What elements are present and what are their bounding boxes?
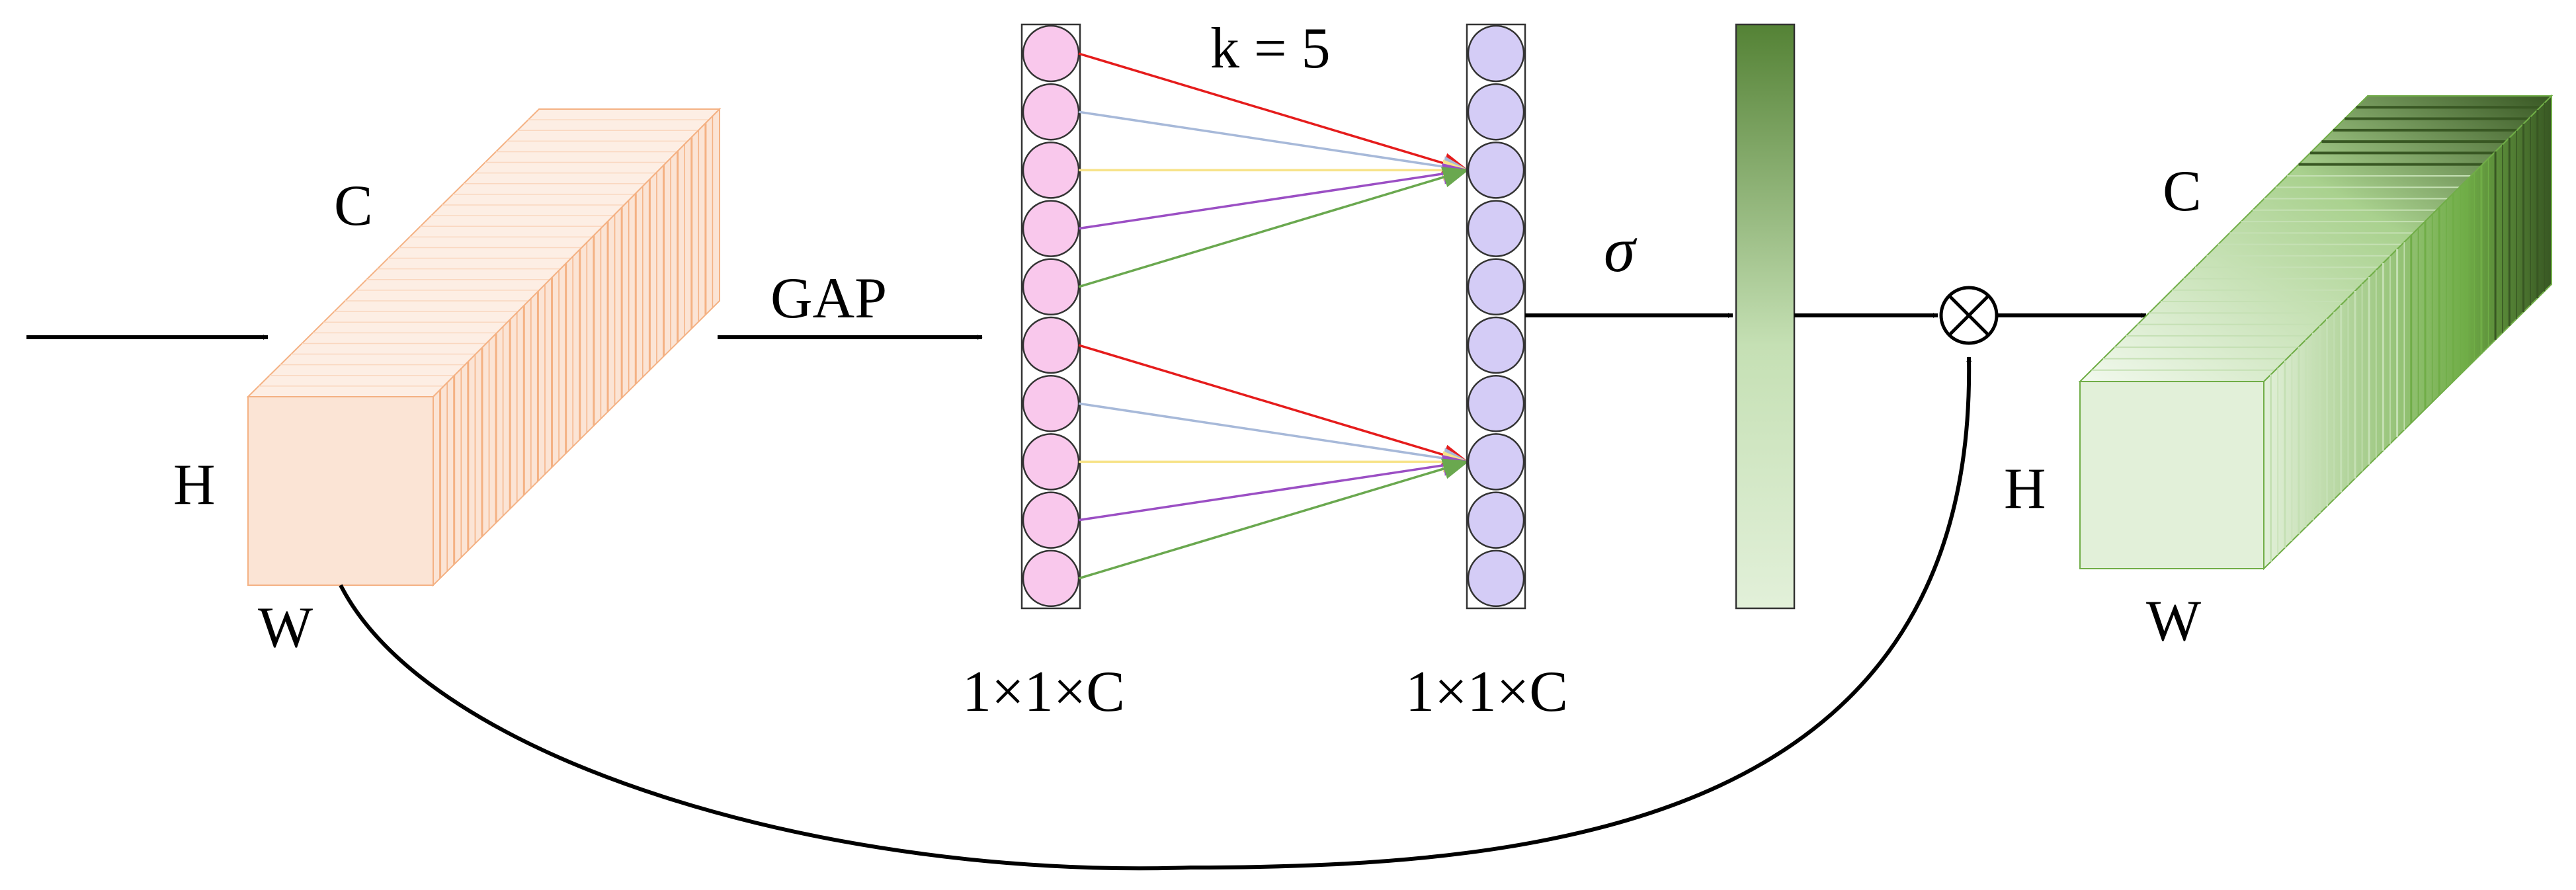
pooled-vector-frame [1020,23,1081,610]
output-tensor-front [2079,381,2264,569]
output-top-stripes [2091,106,2540,371]
pooled-node [1022,83,1080,141]
conv-connection-line [1078,52,1470,174]
input-tensor-front [247,396,434,586]
conv1d-connections [1078,52,1470,580]
gap-label: GAP [770,266,887,331]
input-top-stripes [259,119,709,387]
kernel-size-label: k = 5 [1210,17,1331,81]
input-side-stripes [439,116,714,579]
conv-node [1467,316,1525,374]
output-tensor: C H W [2004,94,2554,653]
conv-connection-line [1078,458,1470,580]
pooled-node [1022,316,1080,374]
conv-node [1467,374,1525,432]
sigma-label: σ [1604,214,1638,285]
pooled-node [1022,549,1080,608]
conv-vector-nodes [1467,24,1525,608]
conv-connection-line [1078,344,1470,465]
multiply-node [1939,286,1999,345]
pooled-node [1022,200,1080,257]
pooled-node [1022,258,1080,316]
pooled-node [1022,24,1080,83]
conv-node [1467,83,1525,141]
conv-connection-line [1078,167,1470,288]
output-side-stripes [2270,102,2546,562]
conv-connection-line [1078,163,1470,230]
output-h-label: H [2004,457,2046,521]
conv-node [1467,491,1525,549]
pooled-vector [1020,23,1081,610]
conv-connection-line [1078,454,1470,522]
input-c-label: C [334,174,373,238]
conv-node [1467,142,1525,199]
input-w-label: W [258,596,313,660]
pooled-vector-nodes [1022,24,1080,608]
conv-node [1467,549,1525,608]
output-c-label: C [2163,159,2202,223]
input-tensor: C H W [173,107,722,660]
conv-vector-dim-label: 1×1×C [1405,660,1568,724]
pooled-node [1022,142,1080,199]
pooled-node [1022,491,1080,549]
attention-weights-bar [1735,23,1796,610]
pooled-node [1022,433,1080,491]
pooled-vector-dim-label: 1×1×C [962,660,1125,724]
skip-connection-curve [339,356,1972,871]
input-h-label: H [173,453,216,517]
conv-node [1467,200,1525,257]
conv-node [1467,24,1525,83]
conv-connection-line [1078,402,1470,469]
conv-vector [1466,23,1526,610]
multiply-cross-b [1948,295,1989,336]
pooled-node [1022,374,1080,432]
conv-node [1467,258,1525,316]
conv-connection-line [1078,110,1470,177]
conv-node [1467,433,1525,491]
output-w-label: W [2146,589,2201,653]
